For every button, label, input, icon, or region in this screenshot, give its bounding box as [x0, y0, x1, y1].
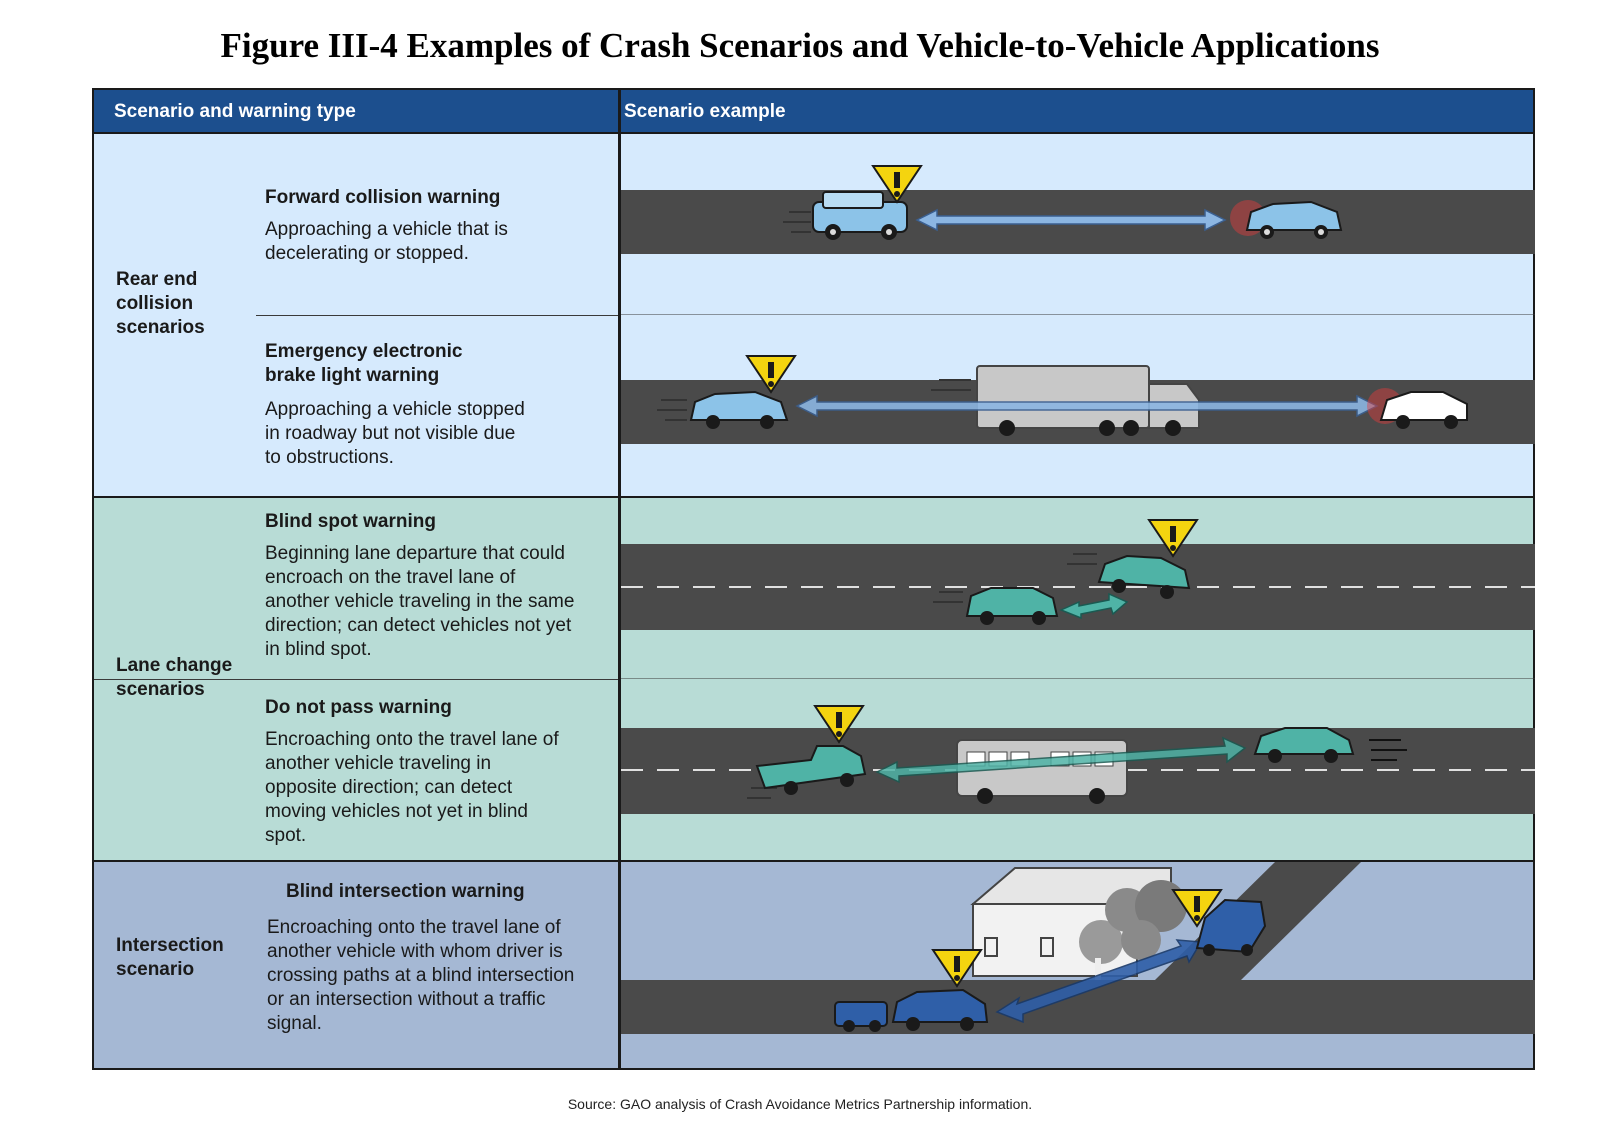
row-divider	[94, 679, 618, 680]
warning-triangle-icon	[813, 705, 865, 744]
warning-triangle-icon	[745, 355, 797, 394]
scene-blind-spot	[621, 519, 1535, 679]
warning-desc-emergency-brake: Approaching a vehicle stopped in roadway…	[265, 399, 525, 468]
scene-emergency-brake	[621, 355, 1535, 444]
scenario-table: Scenario and warning type Scenario examp…	[92, 88, 1535, 1070]
warning-title-emergency-brake: Emergency electronic brake light warning	[265, 341, 463, 386]
suv-car-icon	[891, 988, 989, 1031]
pickup-truck-icon	[755, 745, 867, 795]
warning-title-do-not-pass: Do not pass warning	[265, 697, 452, 718]
car-icon	[965, 587, 1059, 625]
intersection-band: Intersection scenario Blind intersection…	[94, 862, 1535, 1068]
warning-desc-forward-collision: Approaching a vehicle that is decelerati…	[265, 219, 508, 264]
warning-triangle-icon	[871, 165, 923, 204]
figure-title: Figure III-4 Examples of Crash Scenarios…	[220, 26, 1380, 65]
double-arrow-icon	[915, 208, 1227, 232]
car-icon	[689, 390, 789, 429]
car-icon	[834, 1001, 888, 1032]
warning-triangle-icon	[1147, 519, 1199, 558]
scene-do-not-pass	[621, 705, 1535, 814]
speed-lines-icon	[657, 379, 971, 421]
header-scenario-type: Scenario and warning type	[114, 101, 356, 122]
warning-triangle-icon	[931, 949, 983, 988]
column-divider	[618, 90, 621, 1068]
car-icon	[1097, 554, 1191, 599]
truck-icon	[976, 365, 1200, 436]
lane-change-band: Lane change scenarios Blind spot warning…	[94, 498, 1535, 862]
suv-car-icon	[812, 191, 908, 240]
lane-arrow-icon	[1059, 592, 1129, 620]
category-rear-end: Rear end collision scenarios	[116, 269, 205, 338]
stopped-car-icon	[1379, 391, 1468, 429]
category-intersection: Intersection scenario	[116, 935, 224, 980]
table-header: Scenario and warning type Scenario examp…	[94, 90, 1533, 134]
warning-title-blind-spot: Blind spot warning	[265, 511, 436, 532]
scene-blind-intersection	[621, 862, 1535, 1034]
speed-lines-icon	[933, 553, 1097, 603]
double-arrow-icon	[795, 394, 1379, 418]
warning-desc-do-not-pass: Encroaching onto the travel lane of anot…	[265, 729, 559, 846]
warning-title-forward-collision: Forward collision warning	[265, 187, 501, 208]
rear-end-band: Rear end collision scenarios Forward col…	[94, 134, 1535, 498]
category-lane-change: Lane change scenarios	[116, 655, 233, 700]
warning-triangle-icon	[1171, 889, 1223, 928]
header-scenario-example: Scenario example	[624, 101, 786, 122]
warning-title-blind-intersection: Blind intersection warning	[286, 881, 525, 902]
scene-forward-collision	[621, 165, 1535, 315]
bus-icon	[956, 739, 1128, 804]
warning-desc-blind-intersection: Encroaching onto the travel lane of anot…	[267, 917, 575, 1034]
speed-lines-icon	[783, 211, 811, 233]
source-note: Source: GAO analysis of Crash Avoidance …	[567, 1096, 1033, 1112]
double-arrow-icon	[875, 736, 1247, 784]
stopped-car-icon	[1245, 200, 1343, 239]
police-car-icon	[1253, 727, 1355, 763]
warning-desc-blind-spot: Beginning lane departure that could encr…	[265, 543, 575, 660]
row-divider	[256, 315, 618, 316]
van-icon	[1195, 898, 1267, 956]
